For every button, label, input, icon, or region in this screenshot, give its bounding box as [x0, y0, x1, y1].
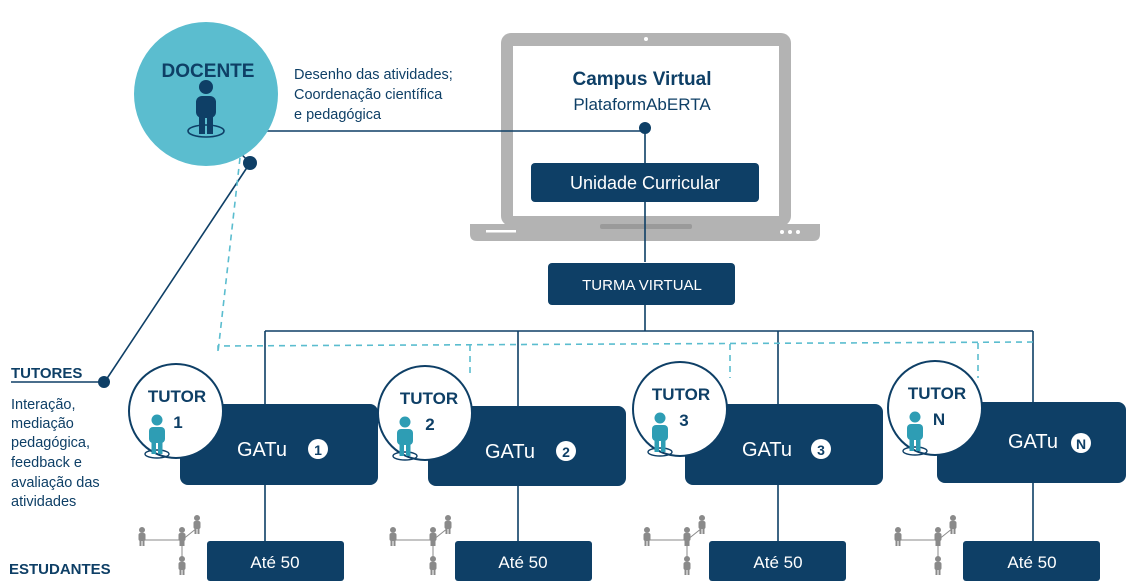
- count-label-2: Até 50: [498, 553, 547, 572]
- tutor-circle-1: [128, 363, 224, 459]
- docente-tutores-line: [105, 162, 251, 381]
- count-box-n[interactable]: [963, 541, 1100, 581]
- gatu-box-2[interactable]: [428, 406, 626, 486]
- group-2: GATu 2 TUTOR 2 Até 50: [377, 365, 626, 581]
- turma-virtual-label: TURMA VIRTUAL: [582, 277, 702, 294]
- svg-text:1: 1: [314, 442, 322, 458]
- tutores-description: Interação, mediação pedagógica, feedback…: [11, 397, 104, 510]
- docente-description: Desenho das atividades; Coordenação cien…: [294, 67, 457, 123]
- tutores-node: [98, 376, 110, 388]
- tutor-circle-3: [632, 361, 728, 457]
- count-box-1[interactable]: [207, 541, 344, 581]
- tutores-heading: TUTORES: [11, 365, 82, 382]
- students-cluster-1: [138, 515, 201, 575]
- gatu-badge-n: [1071, 433, 1091, 453]
- gatu-label-1: GATu: [237, 439, 287, 461]
- turma-virtual-box[interactable]: [548, 263, 735, 305]
- tutor-dashed-line: [217, 341, 1034, 351]
- gatu-box-1[interactable]: [180, 404, 378, 485]
- docente-node: [243, 156, 257, 170]
- students-cluster-n: [894, 515, 957, 575]
- tutor-word-3: TUTOR: [652, 385, 710, 404]
- tutor-id-2: 2: [425, 415, 434, 434]
- students-cluster-2: [389, 515, 452, 575]
- gatu-label-2: GATu: [485, 441, 535, 463]
- gatu-badge-2: [556, 441, 576, 461]
- gatu-box-n[interactable]: [937, 402, 1126, 483]
- gatu-label-3: GATu: [742, 439, 792, 461]
- group-n: GATu N TUTOR N Até 50: [887, 360, 1126, 581]
- tutor-word-n: TUTOR: [908, 384, 966, 403]
- group-3: GATu 3 TUTOR 3 Até 50: [632, 361, 883, 581]
- tutor-id-n: N: [933, 410, 945, 429]
- count-label-1: Até 50: [250, 553, 299, 572]
- svg-text:N: N: [1076, 436, 1086, 452]
- count-label-n: Até 50: [1007, 553, 1056, 572]
- campus-title: Campus Virtual: [572, 69, 711, 90]
- tutor-id-3: 3: [679, 411, 688, 430]
- svg-text:2: 2: [562, 444, 570, 460]
- gatu-label-n: GATu: [1008, 431, 1058, 453]
- gatu-badge-3: [811, 439, 831, 459]
- count-box-2[interactable]: [455, 541, 592, 581]
- campus-subtitle: PlataformAbERTA: [573, 95, 711, 114]
- unidade-curricular-box[interactable]: [531, 163, 759, 202]
- svg-text:3: 3: [817, 442, 825, 458]
- tutor-circle-2: [377, 365, 473, 461]
- tutor-id-1: 1: [173, 413, 182, 432]
- gatu-box-3[interactable]: [685, 404, 883, 485]
- tutor-word-2: TUTOR: [400, 389, 458, 408]
- docente-label: DOCENTE: [162, 61, 255, 82]
- unidade-curricular-label: Unidade Curricular: [570, 173, 720, 193]
- count-box-3[interactable]: [709, 541, 846, 581]
- tutor-circle-n: [887, 360, 983, 456]
- campus-node: [639, 122, 651, 134]
- group-1: GATu 1 TUTOR 1 Até 50: [128, 363, 378, 581]
- count-label-3: Até 50: [753, 553, 802, 572]
- estudantes-heading: ESTUDANTES: [9, 561, 111, 578]
- students-cluster-3: [643, 515, 706, 575]
- tutor-word-1: TUTOR: [148, 387, 206, 406]
- gatu-badge-1: [308, 439, 328, 459]
